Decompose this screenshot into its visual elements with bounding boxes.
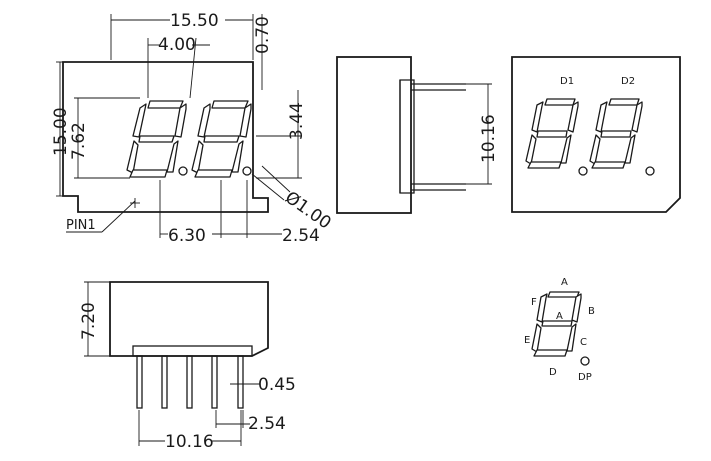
seg-label-dp: DP: [578, 372, 592, 383]
seg-label-d: D: [549, 367, 557, 378]
seg-label-f: F: [531, 297, 537, 308]
dim-side-pin-span: 10.16: [479, 114, 499, 163]
segment-key: A B C D E F A DP: [524, 277, 595, 383]
bottom-body-outline: [109, 281, 269, 357]
front-digit-2: [191, 100, 252, 178]
dim-top-gap: 0.70: [253, 16, 273, 54]
bottom-pins: [136, 355, 244, 409]
side-body: [336, 56, 412, 214]
dim-bottom-pitch: 2.54: [248, 414, 286, 434]
dim-bottom-height: 7.20: [79, 302, 99, 340]
seg-label-a: A: [561, 277, 568, 288]
pin1-label: PIN1: [66, 218, 96, 233]
seg-label-c: C: [580, 337, 587, 348]
front-view: 15.50 0.70 4.00 15.00 7.62 3.44 Ø1.00: [51, 11, 335, 246]
dim-digit-height: 7.62: [69, 122, 89, 160]
dim-width-15-50: 15.50: [170, 11, 219, 31]
dim-height-15-00: 15.00: [51, 107, 71, 156]
bottom-view: 7.20 0.45 2.54 10.16: [79, 281, 296, 452]
seg-label-e: E: [524, 335, 530, 346]
front-digit-2-dp: [242, 166, 252, 176]
seg-label-g: A: [556, 311, 563, 322]
dim-bottom-row-span: 10.16: [165, 432, 214, 452]
side-view: 10.16: [336, 56, 499, 214]
face-digit-2: [589, 98, 655, 176]
front-digit-1: [126, 100, 188, 178]
digit-1-label: D1: [560, 76, 574, 87]
face-view: D1 D2: [511, 56, 681, 213]
front-body-outline: [62, 61, 269, 213]
dim-pin-width: 0.45: [258, 375, 296, 395]
front-digit-1-dp: [178, 166, 188, 176]
face-digit-1-dp: [578, 166, 588, 176]
seg-label-b: B: [588, 306, 595, 317]
dim-half-digit: 3.44: [287, 102, 307, 140]
dim-digit-width: 4.00: [158, 35, 196, 55]
face-body-outline: [511, 56, 681, 213]
dim-digit-pitch: 6.30: [168, 226, 206, 246]
face-digit-2-dp: [645, 166, 655, 176]
face-digit-1: [525, 98, 588, 176]
dim-pin-pitch: 2.54: [282, 226, 320, 246]
digit-2-label: D2: [621, 76, 635, 87]
key-dp: [580, 356, 590, 366]
